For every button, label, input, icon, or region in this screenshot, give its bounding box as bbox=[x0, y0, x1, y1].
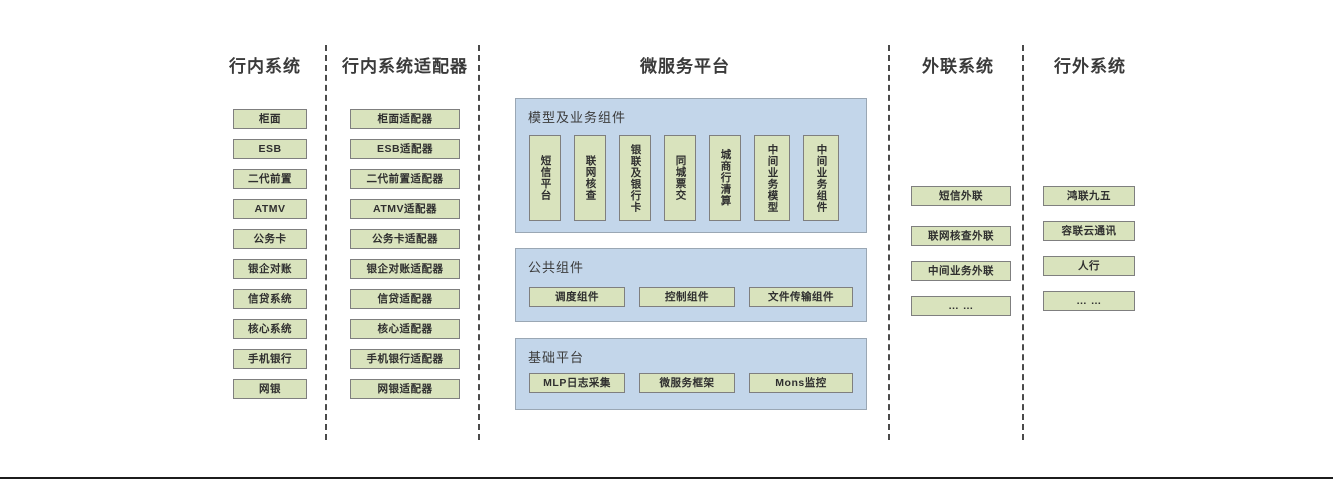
model-component-item[interactable]: 中间业务模型 bbox=[754, 135, 790, 221]
column-title-internal-adapters: 行内系统适配器 bbox=[342, 57, 468, 76]
public-component-item[interactable]: 调度组件 bbox=[529, 287, 625, 307]
panel-public-components: 公共组件 bbox=[515, 248, 867, 322]
external-link-item[interactable]: 短信外联 bbox=[911, 186, 1011, 206]
divider-1 bbox=[325, 45, 327, 440]
column-title-microservice-platform: 微服务平台 bbox=[640, 57, 730, 76]
public-component-item[interactable]: 文件传输组件 bbox=[749, 287, 853, 307]
model-component-item[interactable]: 中间业务组件 bbox=[803, 135, 839, 221]
public-component-item[interactable]: 控制组件 bbox=[639, 287, 735, 307]
outside-bank-item[interactable]: 鸿联九五 bbox=[1043, 186, 1135, 206]
outside-bank-item[interactable]: 人行 bbox=[1043, 256, 1135, 276]
internal-adapter-item[interactable]: 银企对账适配器 bbox=[350, 259, 460, 279]
model-component-item[interactable]: 银联及银行卡 bbox=[619, 135, 651, 221]
base-platform-item[interactable]: MLP日志采集 bbox=[529, 373, 625, 393]
internal-adapter-item[interactable]: 二代前置适配器 bbox=[350, 169, 460, 189]
base-platform-item[interactable]: Mons监控 bbox=[749, 373, 853, 393]
base-platform-item[interactable]: 微服务框架 bbox=[639, 373, 735, 393]
column-title-outside-bank-systems: 行外系统 bbox=[1054, 57, 1126, 76]
internal-adapter-item[interactable]: 柜面适配器 bbox=[350, 109, 460, 129]
internal-system-item[interactable]: 柜面 bbox=[233, 109, 307, 129]
internal-adapter-item[interactable]: 手机银行适配器 bbox=[350, 349, 460, 369]
internal-adapter-item[interactable]: 信贷适配器 bbox=[350, 289, 460, 309]
internal-system-item[interactable]: 公务卡 bbox=[233, 229, 307, 249]
internal-system-item[interactable]: 二代前置 bbox=[233, 169, 307, 189]
column-title-external-link-systems: 外联系统 bbox=[922, 57, 994, 76]
divider-3 bbox=[888, 45, 890, 440]
outside-bank-item[interactable]: … … bbox=[1043, 291, 1135, 311]
panel-title-public-components: 公共组件 bbox=[528, 260, 585, 275]
internal-adapter-item[interactable]: 公务卡适配器 bbox=[350, 229, 460, 249]
internal-adapter-item[interactable]: ATMV适配器 bbox=[350, 199, 460, 219]
internal-system-item[interactable]: 网银 bbox=[233, 379, 307, 399]
panel-title-model-business-components: 模型及业务组件 bbox=[528, 110, 627, 125]
bottom-border bbox=[0, 477, 1333, 479]
model-component-item[interactable]: 短信平台 bbox=[529, 135, 561, 221]
panel-title-base-platform: 基础平台 bbox=[528, 350, 585, 365]
internal-system-item[interactable]: 核心系统 bbox=[233, 319, 307, 339]
external-link-item[interactable]: … … bbox=[911, 296, 1011, 316]
model-component-item[interactable]: 联网核查 bbox=[574, 135, 606, 221]
column-title-internal-systems: 行内系统 bbox=[229, 57, 301, 76]
model-component-item[interactable]: 城商行清算 bbox=[709, 135, 741, 221]
internal-system-item[interactable]: ESB bbox=[233, 139, 307, 159]
internal-system-item[interactable]: 手机银行 bbox=[233, 349, 307, 369]
internal-adapter-item[interactable]: 核心适配器 bbox=[350, 319, 460, 339]
model-component-item[interactable]: 同城票交 bbox=[664, 135, 696, 221]
external-link-item[interactable]: 中间业务外联 bbox=[911, 261, 1011, 281]
divider-4 bbox=[1022, 45, 1024, 440]
internal-adapter-item[interactable]: 网银适配器 bbox=[350, 379, 460, 399]
internal-adapter-item[interactable]: ESB适配器 bbox=[350, 139, 460, 159]
internal-system-item[interactable]: 银企对账 bbox=[233, 259, 307, 279]
internal-system-item[interactable]: ATMV bbox=[233, 199, 307, 219]
divider-2 bbox=[478, 45, 480, 440]
external-link-item[interactable]: 联网核查外联 bbox=[911, 226, 1011, 246]
outside-bank-item[interactable]: 容联云通讯 bbox=[1043, 221, 1135, 241]
internal-system-item[interactable]: 信贷系统 bbox=[233, 289, 307, 309]
